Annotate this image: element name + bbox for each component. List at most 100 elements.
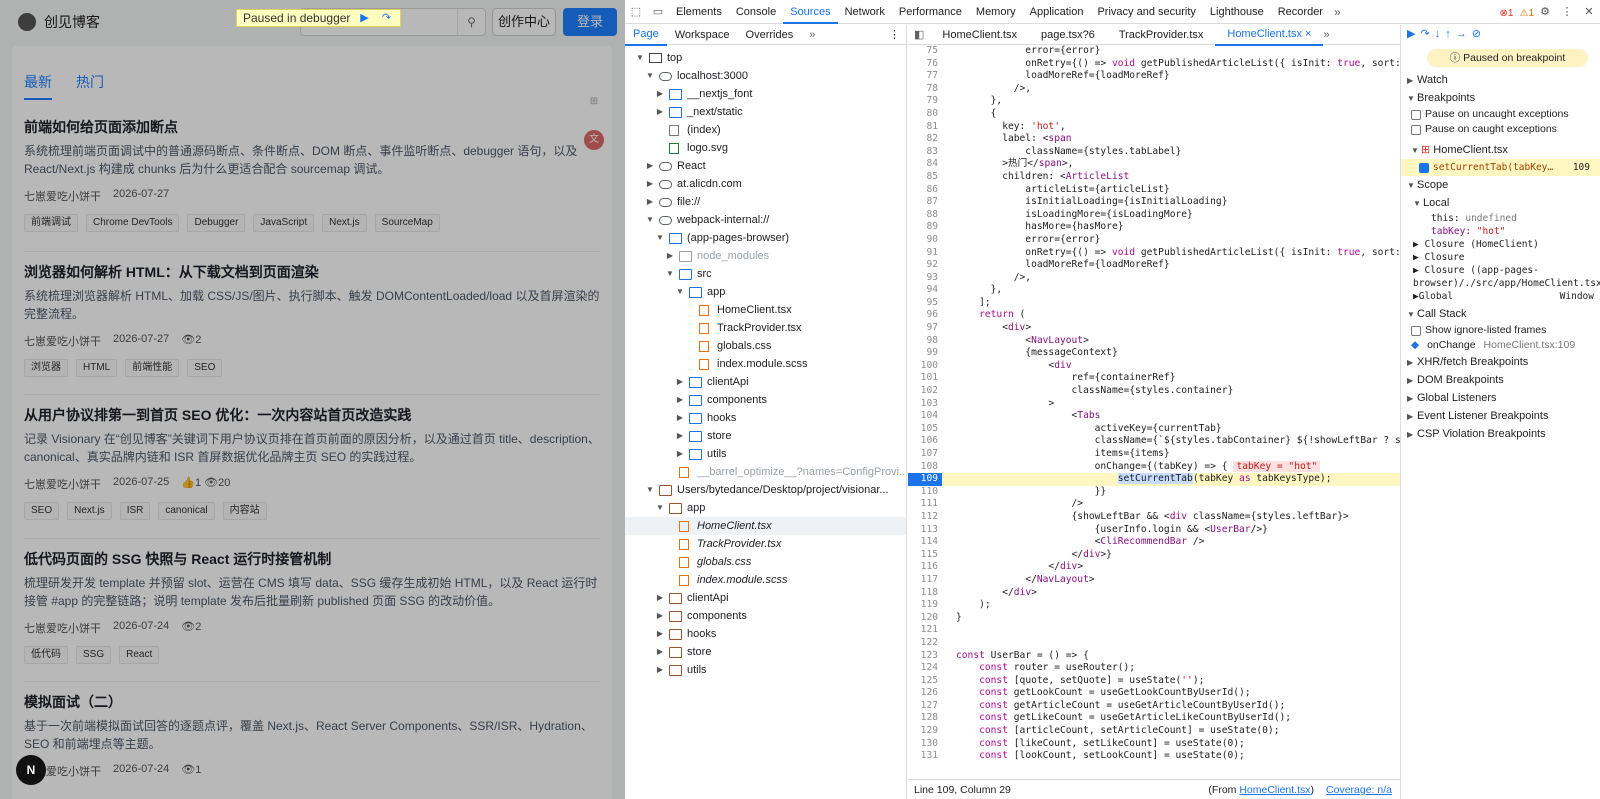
tree-item[interactable]: globals.css bbox=[625, 553, 906, 571]
close-tab-icon[interactable]: × bbox=[1305, 27, 1312, 40]
code-line[interactable]: 102 className={styles.container} bbox=[908, 385, 1400, 398]
code-line[interactable]: 77 loadMoreRef={loadMoreRef} bbox=[908, 70, 1400, 83]
code-line[interactable]: 95 ]; bbox=[908, 297, 1400, 310]
code-area[interactable]: 75 error={error}76 onRetry={() => void g… bbox=[908, 45, 1400, 779]
issue-counts[interactable]: ⊗1⚠1 bbox=[1496, 5, 1534, 19]
tree-arrow-icon[interactable]: ▶ bbox=[676, 395, 684, 404]
line-number[interactable]: 88 bbox=[926, 208, 938, 220]
code-line[interactable]: 82 label: <span bbox=[908, 133, 1400, 146]
tree-item[interactable]: logo.svg bbox=[625, 139, 906, 157]
line-number[interactable]: 111 bbox=[920, 498, 938, 510]
code-line[interactable]: 104 <Tabs bbox=[908, 410, 1400, 423]
panel-tab-performance[interactable]: Performance bbox=[898, 5, 962, 18]
tree-item[interactable]: ▼src bbox=[625, 265, 906, 283]
panel-tab-elements[interactable]: Elements bbox=[676, 5, 722, 18]
article-tag[interactable]: SEO bbox=[187, 359, 223, 377]
article-title[interactable]: 模拟面试（二） bbox=[24, 694, 122, 710]
tree-arrow-icon[interactable]: ▼ bbox=[646, 485, 654, 494]
code-line[interactable]: 92 loadMoreRef={loadMoreRef} bbox=[908, 259, 1400, 272]
tree-arrow-icon[interactable]: ▶ bbox=[646, 197, 654, 206]
tab-page[interactable]: Page bbox=[625, 25, 667, 46]
tree-item[interactable]: ▼localhost:3000 bbox=[625, 67, 906, 85]
search-icon[interactable]: ⚲ bbox=[457, 9, 485, 35]
line-number[interactable]: 109 bbox=[908, 473, 942, 486]
tree-arrow-icon[interactable]: ▼ bbox=[646, 215, 654, 224]
tree-item[interactable]: ▼top bbox=[625, 49, 906, 67]
code-line[interactable]: 91 onRetry={() => void getPublishedArtic… bbox=[908, 247, 1400, 260]
more-tabs-icon[interactable]: » bbox=[809, 28, 816, 41]
scope-local[interactable]: ▼Local bbox=[1413, 197, 1450, 209]
navigator-menu-icon[interactable]: ⋮ bbox=[889, 29, 900, 41]
tree-item[interactable]: globals.css bbox=[625, 337, 906, 355]
tree-item[interactable]: ▶store bbox=[625, 427, 906, 445]
article-title[interactable]: 浏览器如何解析 HTML：从下载文档到页面渲染 bbox=[24, 264, 319, 280]
line-number[interactable]: 75 bbox=[926, 45, 938, 56]
code-line[interactable]: 90 error={error} bbox=[908, 234, 1400, 247]
editor-tab-page[interactable]: page.tsx?6 bbox=[1040, 28, 1095, 41]
coverage-link[interactable]: Coverage: n/a bbox=[1326, 784, 1392, 796]
step-over-icon[interactable]: ↷ bbox=[1420, 28, 1430, 40]
tree-item[interactable]: index.module.scss bbox=[625, 571, 906, 589]
pause-uncaught-checkbox[interactable]: Pause on uncaught exceptions bbox=[1401, 107, 1600, 122]
code-line[interactable]: 121 bbox=[908, 624, 1400, 637]
panel-tab-recorder[interactable]: Recorder bbox=[1277, 5, 1323, 18]
tree-arrow-icon[interactable]: ▼ bbox=[636, 53, 644, 62]
brand-logo[interactable]: 创见博客 bbox=[18, 12, 100, 32]
tree-arrow-icon[interactable]: ▶ bbox=[676, 377, 684, 386]
article-title[interactable]: 低代码页面的 SSG 快照与 React 运行时接管机制 bbox=[24, 551, 332, 567]
line-number[interactable]: 130 bbox=[920, 737, 938, 749]
line-number[interactable]: 118 bbox=[920, 586, 938, 598]
article-tag[interactable]: JavaScript bbox=[253, 214, 315, 232]
step-out-icon[interactable]: ↑ bbox=[1445, 28, 1451, 40]
scope-section[interactable]: ▼Scope bbox=[1407, 179, 1449, 191]
tree-item[interactable]: ▶__nextjs_font bbox=[625, 85, 906, 103]
editor-tab-homeclient[interactable]: HomeClient.tsx bbox=[942, 28, 1017, 41]
code-line[interactable]: 89 hasMore={hasMore} bbox=[908, 221, 1400, 234]
csp-violation-breakpoints-section[interactable]: ▶CSP Violation Breakpoints bbox=[1407, 428, 1546, 440]
article-tag[interactable]: Chrome DevTools bbox=[86, 214, 180, 232]
line-number[interactable]: 93 bbox=[926, 271, 938, 283]
line-number[interactable]: 124 bbox=[920, 662, 938, 674]
resume-icon[interactable]: ▶ bbox=[1407, 28, 1416, 40]
tree-item[interactable]: ▶node_modules bbox=[625, 247, 906, 265]
panel-tab-lighthouse[interactable]: Lighthouse bbox=[1209, 5, 1264, 18]
call-stack-section[interactable]: ▼Call Stack bbox=[1407, 308, 1467, 320]
code-line[interactable]: 116 </div> bbox=[908, 561, 1400, 574]
dom-breakpoints-section[interactable]: ▶DOM Breakpoints bbox=[1407, 374, 1504, 386]
code-line[interactable]: 111 /> bbox=[908, 498, 1400, 511]
device-toggle-icon[interactable]: ▭ bbox=[652, 5, 664, 18]
tree-item[interactable]: TrackProvider.tsx bbox=[625, 319, 906, 337]
line-number[interactable]: 76 bbox=[926, 57, 938, 69]
code-line[interactable]: 100 <div bbox=[908, 360, 1400, 373]
code-line[interactable]: 110 }} bbox=[908, 486, 1400, 499]
tab-workspace[interactable]: Workspace bbox=[674, 28, 730, 41]
line-number[interactable]: 97 bbox=[926, 322, 938, 334]
more-menu-icon[interactable]: ⋮ bbox=[1561, 5, 1573, 18]
code-line[interactable]: 118 </div> bbox=[908, 587, 1400, 600]
article-item[interactable]: 浏览器如何解析 HTML：从下载文档到页面渲染系统梳理浏览器解析 HTML、加载… bbox=[24, 261, 600, 377]
panel-tab-console[interactable]: Console bbox=[735, 5, 777, 18]
line-number[interactable]: 79 bbox=[926, 95, 938, 107]
line-number[interactable]: 110 bbox=[920, 485, 938, 497]
code-line[interactable]: 105 activeKey={currentTab} bbox=[908, 423, 1400, 436]
tree-item[interactable]: ▶components bbox=[625, 391, 906, 409]
more-editor-tabs-icon[interactable]: » bbox=[1323, 28, 1330, 41]
article-tag[interactable]: HTML bbox=[76, 359, 118, 377]
tree-arrow-icon[interactable]: ▶ bbox=[656, 89, 664, 98]
panel-tab-network[interactable]: Network bbox=[844, 5, 885, 18]
code-line[interactable]: 109 setCurrentTab(tabKey as tabKeysType)… bbox=[908, 473, 1400, 486]
line-number[interactable]: 87 bbox=[926, 196, 938, 208]
deactivate-breakpoints-icon[interactable]: ⊘ bbox=[1471, 28, 1481, 40]
more-panels-icon[interactable]: » bbox=[1333, 4, 1341, 19]
line-number[interactable]: 99 bbox=[926, 347, 938, 359]
line-number[interactable]: 129 bbox=[920, 725, 938, 737]
line-number[interactable]: 94 bbox=[926, 284, 938, 296]
tree-item[interactable]: ▶hooks bbox=[625, 625, 906, 643]
tree-arrow-icon[interactable]: ▶ bbox=[656, 107, 664, 116]
watch-section[interactable]: ▶Watch bbox=[1407, 74, 1448, 86]
code-line[interactable]: 119 ); bbox=[908, 599, 1400, 612]
close-icon[interactable]: ✕ bbox=[1584, 5, 1594, 18]
line-number[interactable]: 128 bbox=[920, 712, 938, 724]
tree-item[interactable]: ▶file:// bbox=[625, 193, 906, 211]
